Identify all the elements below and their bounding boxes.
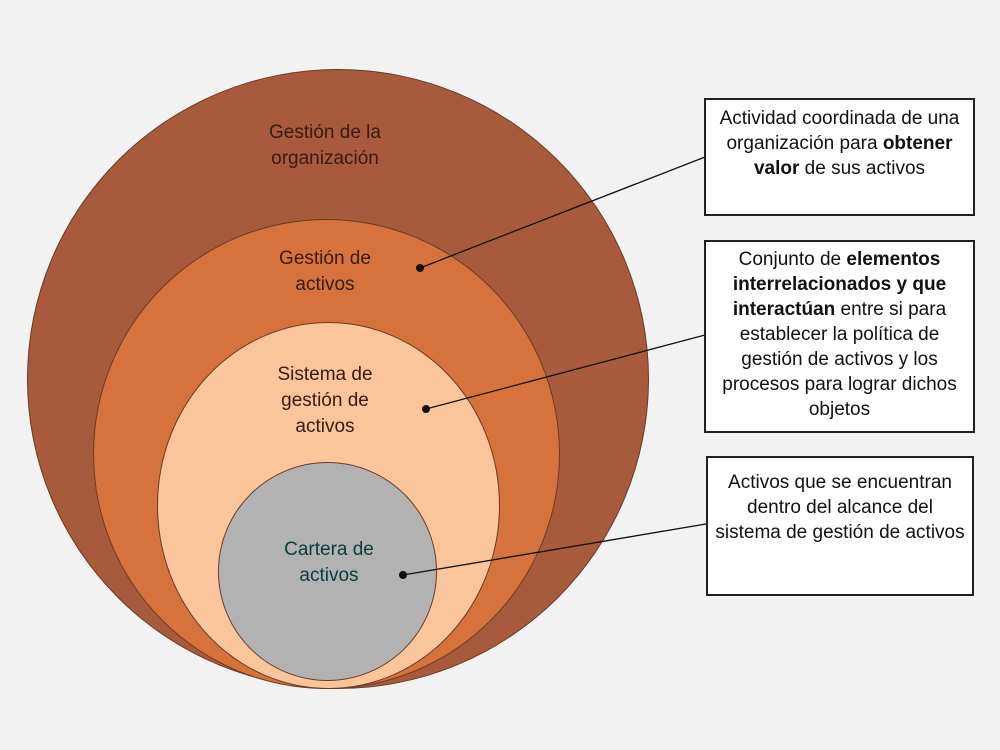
box2-seg-1: elementos interrelacionados y que intera… (732, 249, 947, 320)
box1-seg-0: Actividad coordinada de una organización… (719, 108, 960, 154)
box2-seg-0: Conjunto de (738, 249, 847, 270)
connector-line-3 (402, 523, 707, 576)
ring-asset-portfolio (218, 462, 437, 681)
description-box-asset-management-system: Conjunto de elementos interrelacionados … (704, 240, 975, 433)
label-organization-management: Gestión de la organización (269, 122, 381, 169)
connector-line-1 (419, 156, 706, 269)
label-asset-management-system: Sistema de gestión de activos (277, 364, 373, 437)
box3-seg-0: Activos que se encuentran dentro del alc… (715, 472, 965, 543)
box1-seg-2: de sus activos (799, 158, 926, 179)
label-asset-management: Gestión de activos (279, 248, 371, 295)
description-box-asset-portfolio: Activos que se encuentran dentro del alc… (706, 456, 974, 596)
connector-dot-2 (422, 405, 430, 413)
box1-seg-1: obtener valor (753, 133, 953, 179)
connector-line-2 (425, 334, 706, 410)
connector-dot-1 (416, 264, 424, 272)
label-asset-portfolio: Cartera de activos (284, 539, 374, 586)
connector-dot-3 (399, 571, 407, 579)
box2-seg-2: entre si para establecer la política de … (722, 299, 957, 420)
description-box-asset-management: Actividad coordinada de una organización… (704, 98, 975, 216)
